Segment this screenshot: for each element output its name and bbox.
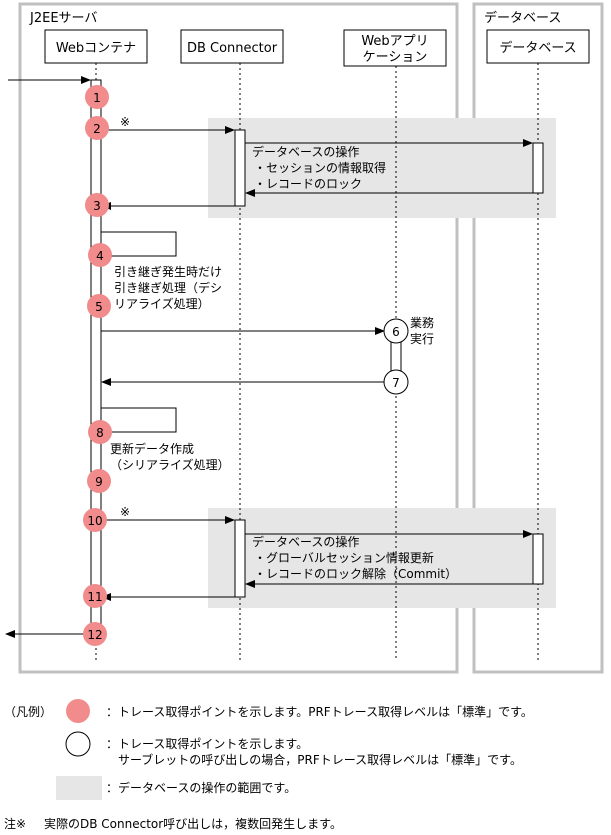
- legend-open-desc-line2: サーブレットの呼び出しの場合，PRFトレース取得レベルは「標準」です。: [118, 752, 522, 767]
- db-operation-range-1: [208, 118, 556, 218]
- trace-point-12: 12: [83, 622, 107, 646]
- web-container-activation: [90, 79, 102, 637]
- db-op2-title: データベースの操作: [252, 534, 359, 549]
- db-op2-item1: ・グローバルセッション情報更新: [254, 550, 434, 565]
- database-container: [472, 2, 604, 674]
- legend-range-desc: ：データベースの操作の範囲です。: [106, 780, 296, 795]
- svg-text:4: 4: [96, 249, 104, 263]
- footnote-mark: 注※: [4, 816, 26, 831]
- web-container-box: [44, 29, 148, 64]
- web-container-label: Webコンテナ: [56, 41, 136, 56]
- handover-note-line1: 引き継ぎ発生時だけ: [114, 264, 222, 279]
- trace-point-11: 11: [83, 584, 107, 608]
- database-activation-2: [532, 533, 544, 585]
- svg-text:10: 10: [87, 514, 102, 528]
- update-note-line2: （シリアライズ処理）: [110, 457, 230, 472]
- trace-point-1: 1: [85, 85, 109, 109]
- asterisk-mark-1: ※: [120, 115, 130, 129]
- handover-note-line2: 引き継ぎ処理（デシ: [114, 280, 222, 295]
- svg-text:6: 6: [392, 325, 400, 339]
- trace-point-6: 6: [383, 318, 409, 344]
- svg-text:8: 8: [96, 426, 104, 440]
- handover-note-line3: リアライズ処理）: [114, 296, 210, 311]
- legend-filled-circle: [66, 699, 90, 723]
- update-note-line1: 更新データ作成: [110, 441, 194, 456]
- trace-point-3: 3: [85, 193, 109, 217]
- svg-text:12: 12: [87, 628, 102, 642]
- svg-text:7: 7: [392, 376, 400, 390]
- business-note-line2: 実行: [410, 331, 434, 346]
- business-note-line1: 業務: [410, 316, 434, 330]
- svg-text:9: 9: [95, 475, 103, 489]
- db-connector-box: [180, 29, 284, 64]
- legend-filled-desc: ：トレース取得ポイントを示します。PRFトレース取得レベルは「標準」です。: [106, 704, 533, 719]
- database-activation-1: [532, 142, 544, 194]
- webapp-label-line1: Webアプリ: [361, 34, 428, 49]
- db-connector-label: DB Connector: [187, 41, 278, 56]
- trace-point-5: 5: [87, 294, 111, 318]
- asterisk-mark-2: ※: [120, 505, 130, 519]
- trace-point-2: 2: [85, 116, 109, 140]
- svg-text:1: 1: [93, 91, 101, 105]
- svg-text:11: 11: [87, 590, 102, 604]
- trace-point-10: 10: [83, 508, 107, 532]
- j2ee-server-container: [18, 2, 459, 674]
- db-operation-range-2: [208, 508, 556, 608]
- trace-point-8: 8: [88, 420, 112, 444]
- webapp-label-line2: ケーション: [363, 50, 428, 65]
- svg-text:2: 2: [93, 122, 101, 136]
- database-container-label: データベース: [484, 10, 561, 26]
- database-box: [486, 29, 590, 64]
- self-call-arrow-2: [101, 407, 177, 436]
- database-label: データベース: [499, 40, 576, 56]
- db-connector-activation-1: [234, 129, 246, 207]
- trace-point-9: 9: [87, 469, 111, 493]
- webapp-box: [343, 29, 447, 67]
- j2ee-server-label: J2EEサーバ: [29, 11, 97, 26]
- svg-text:3: 3: [93, 199, 101, 213]
- footnote-text: 実際のDB Connector呼び出しは，複数回発生します。: [44, 816, 342, 831]
- legend-heading: （凡例）: [4, 705, 52, 719]
- svg-text:5: 5: [95, 300, 103, 314]
- self-call-arrow-1: [101, 231, 177, 260]
- db-op1-item1: ・セッションの情報取得: [254, 160, 386, 175]
- db-op1-item2: ・レコードのロック: [254, 177, 362, 191]
- trace-point-7: 7: [383, 369, 409, 395]
- db-op2-item2: ・レコードのロック解除（Commit）: [254, 566, 457, 581]
- db-op1-title: データベースの操作: [252, 144, 359, 159]
- legend-open-desc-line1: ：トレース取得ポイントを示します。: [106, 736, 308, 751]
- legend-open-circle: [65, 731, 91, 757]
- legend-range-swatch: [56, 776, 102, 800]
- db-connector-activation-2: [234, 519, 246, 598]
- trace-point-4: 4: [88, 243, 112, 267]
